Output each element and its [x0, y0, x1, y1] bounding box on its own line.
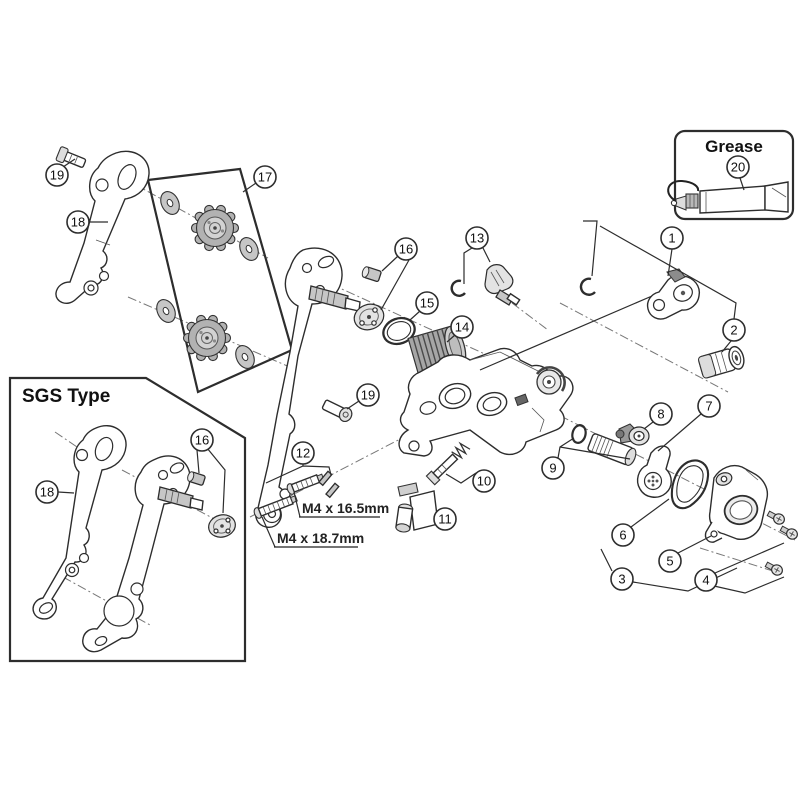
svg-text:6: 6 [619, 528, 626, 543]
callout-20: 20 [726, 155, 750, 179]
outer-plate [55, 150, 150, 304]
cable-fixing-11 [395, 482, 439, 533]
pulley-box-17 [146, 167, 294, 394]
svg-text:19: 19 [50, 168, 64, 183]
callout-3: 3 [610, 567, 634, 591]
callouts: 1 2 3 4 5 6 7 8 9 10 11 12 13 14 15 16 1… [35, 155, 750, 592]
cage-bolt-19 [321, 399, 353, 423]
leader-lines [57, 158, 785, 594]
svg-text:13: 13 [470, 231, 484, 246]
svg-text:18: 18 [71, 215, 85, 230]
callout-17: 17 [253, 165, 277, 189]
svg-text:16: 16 [399, 242, 413, 257]
cage-shaft [308, 285, 361, 312]
svg-text:1: 1 [668, 231, 675, 246]
stopper-lever-13 [450, 264, 521, 306]
cover-screw [763, 559, 785, 578]
switch-cover-3 [704, 464, 769, 543]
callout-11: 11 [433, 507, 457, 531]
grease-tube [667, 179, 789, 214]
svg-text:11: 11 [438, 512, 452, 527]
stopper-pin-16 [361, 266, 382, 283]
adjust-screw-10 [425, 441, 471, 486]
callout-18-sgs: 18 [35, 480, 59, 504]
gasket-6 [670, 459, 710, 510]
dimension-labels: M4 x 16.5mm M4 x 18.7mm [274, 500, 389, 548]
svg-text:4: 4 [702, 573, 709, 588]
washer [235, 233, 263, 265]
svg-text:15: 15 [420, 296, 434, 311]
sgs-label: SGS Type [22, 386, 110, 407]
jockey-wheel-lower [182, 314, 232, 362]
callout-8: 8 [649, 402, 673, 426]
c-clip [579, 277, 596, 296]
sgs-inner-plate [82, 455, 204, 653]
bracket-axle-1 [579, 268, 701, 320]
callout-18: 18 [66, 210, 90, 234]
sgs-stopper-pin [187, 471, 206, 486]
c-clip [450, 279, 466, 297]
sgs-tension-disc [208, 514, 236, 538]
svg-text:10: 10 [477, 474, 491, 489]
cover-screw [778, 523, 800, 542]
cable-guide-pulley [535, 366, 566, 395]
dim-bolt-upper: M4 x 16.5mm [302, 500, 389, 516]
svg-text:14: 14 [455, 320, 469, 335]
svg-text:2: 2 [730, 323, 737, 338]
svg-text:9: 9 [549, 461, 556, 476]
callout-16: 16 [394, 237, 418, 261]
callout-19-cage: 19 [356, 383, 380, 407]
callout-19: 19 [45, 163, 69, 187]
callout-6: 6 [611, 523, 635, 547]
callout-16-sgs: 16 [190, 428, 214, 452]
grease-label: Grease [705, 137, 763, 156]
dim-bolt-lower: M4 x 18.7mm [277, 530, 364, 546]
callout-1: 1 [660, 226, 684, 250]
spring-unit-9 [571, 424, 637, 466]
svg-text:17: 17 [258, 170, 272, 185]
grease-box: Grease [667, 129, 795, 221]
washer [152, 295, 180, 327]
callout-5: 5 [658, 549, 682, 573]
adjust-barrel-2 [698, 345, 745, 379]
svg-text:19: 19 [361, 388, 375, 403]
svg-text:12: 12 [296, 446, 310, 461]
svg-text:8: 8 [657, 407, 664, 422]
svg-text:5: 5 [666, 554, 673, 569]
tension-cover-disc [353, 303, 385, 331]
svg-text:18: 18 [40, 485, 54, 500]
inner-plate [255, 247, 361, 528]
cover-screw [765, 508, 787, 527]
svg-text:3: 3 [618, 572, 625, 587]
callout-7: 7 [697, 394, 721, 418]
callout-10: 10 [472, 469, 496, 493]
callout-9: 9 [541, 456, 565, 480]
svg-text:16: 16 [195, 433, 209, 448]
callout-12: 12 [291, 441, 315, 465]
seal-ring-15 [382, 316, 416, 346]
washer [156, 187, 184, 219]
callout-15: 15 [415, 291, 439, 315]
svg-text:20: 20 [731, 160, 745, 175]
cam-plate-7 [636, 445, 672, 498]
jockey-wheel-upper [190, 204, 240, 252]
callout-4: 4 [694, 568, 718, 592]
callout-2: 2 [722, 318, 746, 342]
roller-8 [615, 423, 650, 446]
callout-14: 14 [450, 315, 474, 339]
fixing-bolts-12 [253, 470, 340, 519]
svg-text:7: 7 [705, 399, 712, 414]
sgs-outer-plate [32, 425, 127, 620]
sgs-box: SGS Type [8, 376, 247, 663]
derailleur-body [398, 347, 574, 457]
callout-13: 13 [465, 226, 489, 250]
